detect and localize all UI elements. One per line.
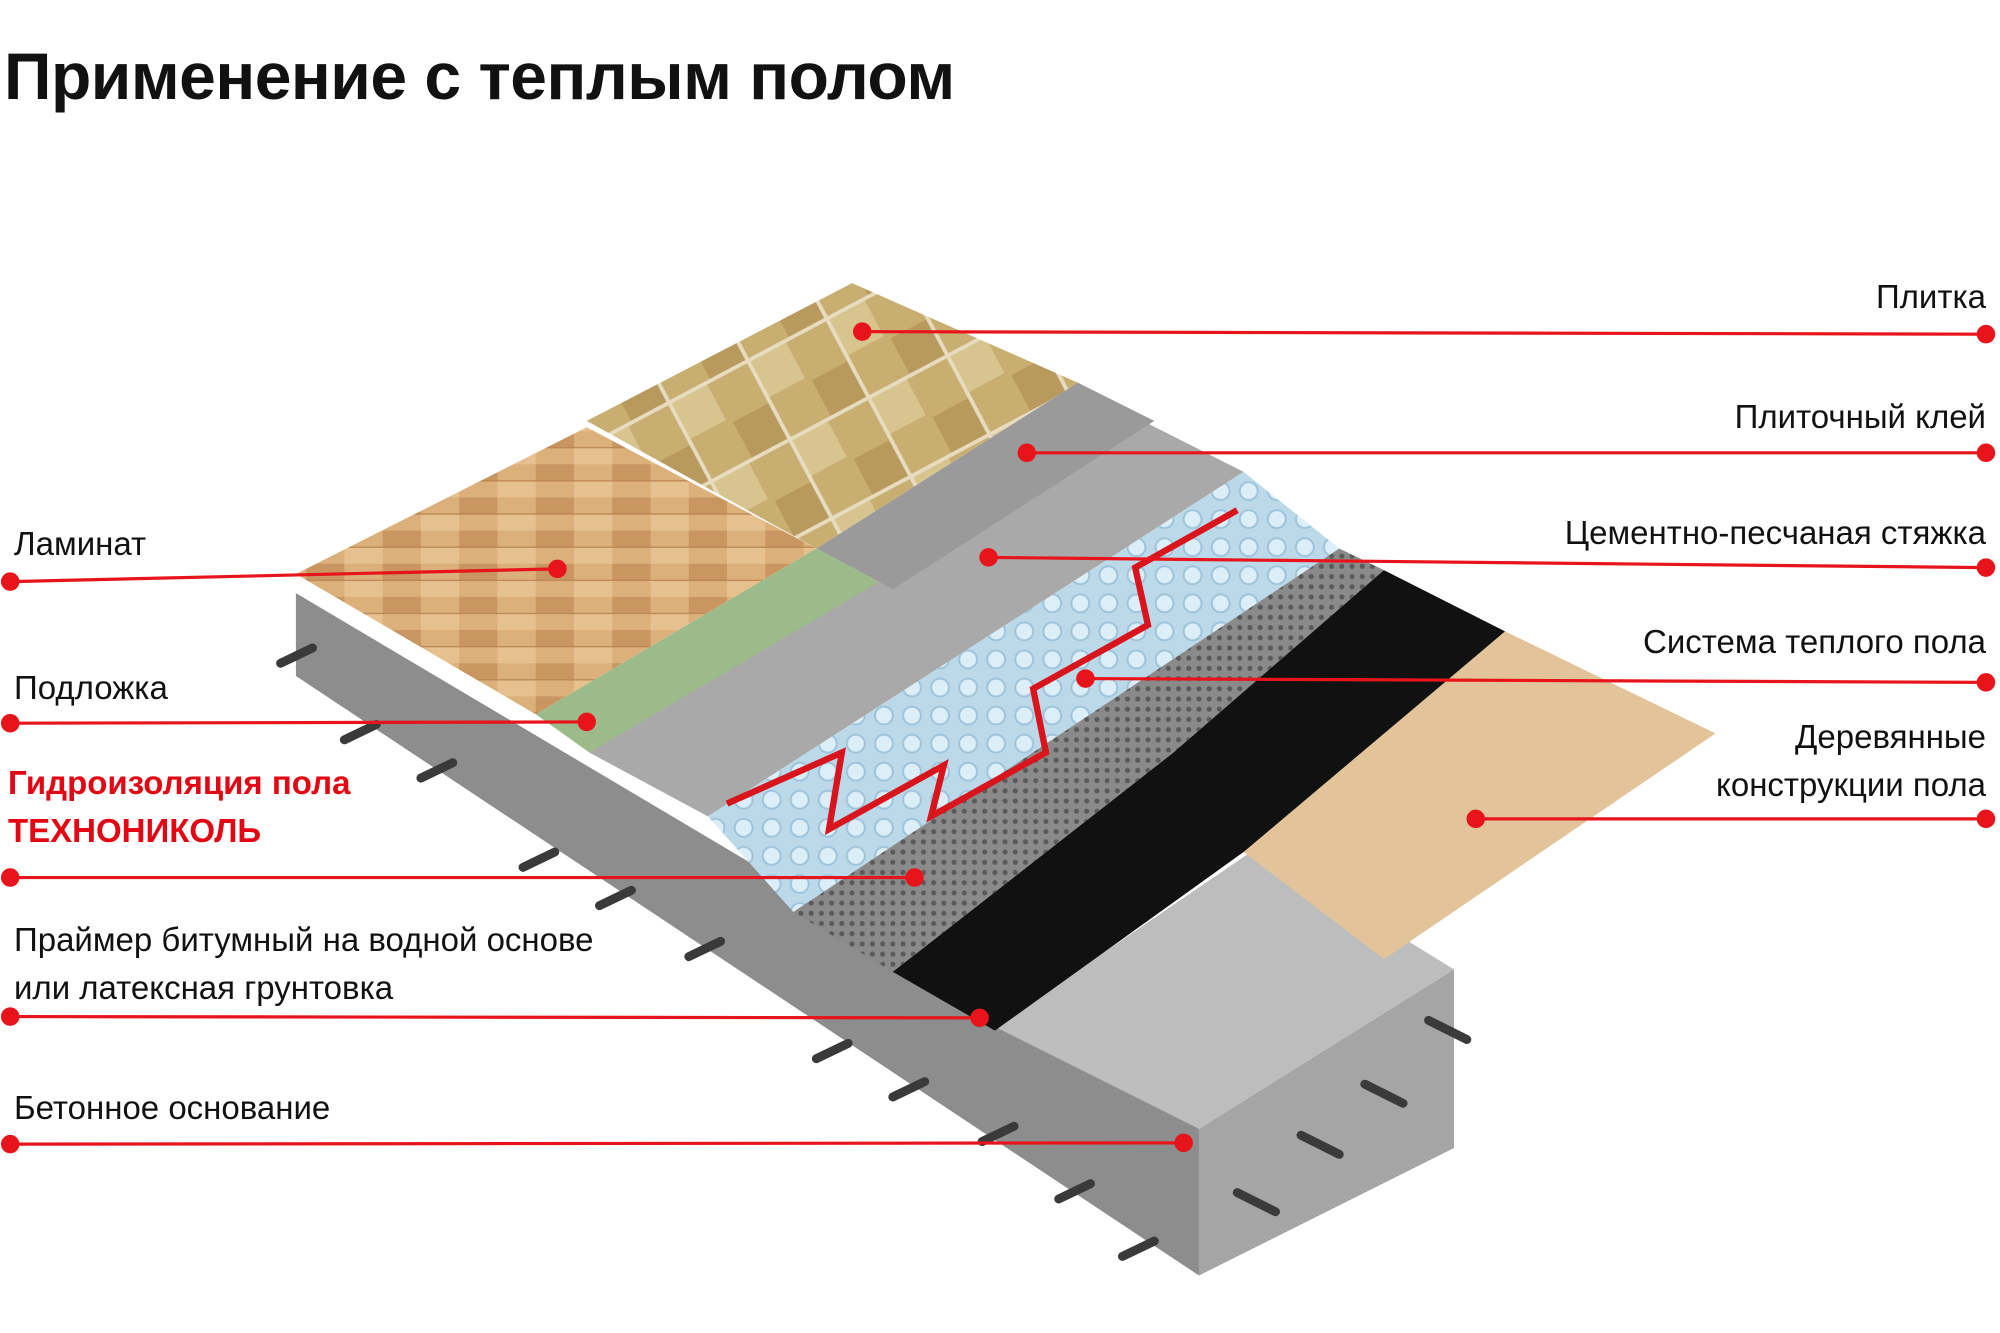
label-primer-line1: Праймер битумный на водной основе: [14, 921, 594, 958]
leader-lines: [0, 322, 1996, 1154]
label-waterproofing: Гидроизоляция пола ТЕХНОНИКОЛЬ: [8, 759, 350, 855]
heating-pipe: [725, 507, 1239, 836]
wood-boards: [1243, 631, 1716, 960]
heating-panel-layer: [707, 471, 1340, 912]
label-screed: Цементно-песчаная стяжка: [1564, 514, 1986, 551]
tile-adhesive-layer: [816, 382, 1155, 590]
label-concrete-base: Бетонное основание: [14, 1089, 331, 1126]
page-title: Применение с теплым полом: [4, 39, 955, 113]
screed-layer: [589, 423, 1244, 817]
label-underlay: Подложка: [14, 669, 168, 706]
label-laminate: Ламинат: [14, 525, 147, 562]
concrete-right-face: [1198, 969, 1455, 1276]
underlay-layer: [535, 548, 893, 753]
label-waterproofing-line1: Гидроизоляция пола: [8, 764, 351, 801]
label-waterproofing-line2: ТЕХНОНИКОЛЬ: [8, 812, 262, 849]
tile-layer: [586, 283, 1078, 549]
label-tile: Плитка: [1875, 278, 1986, 315]
label-primer: Праймер битумный на водной основе или ла…: [14, 916, 594, 1012]
label-heating-system: Система теплого пола: [1643, 623, 1986, 660]
label-wood-line2: конструкции пола: [1716, 766, 1986, 803]
label-primer-line2: или латексная грунтовка: [14, 969, 394, 1006]
label-wood-line1: Деревянные: [1795, 718, 1986, 755]
label-wood-structures: Деревянные конструкции пола: [1716, 713, 1986, 809]
waterproofing-membrane: [793, 548, 1384, 972]
concrete-front-face: [295, 593, 1199, 1276]
label-tile-adhesive: Плиточный клей: [1734, 398, 1986, 435]
primer-black-film: [892, 570, 1506, 1031]
rebar-ends: [276, 643, 1472, 1261]
